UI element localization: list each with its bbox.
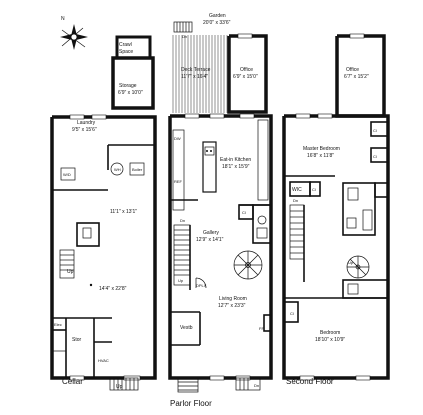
deck-hatch (172, 35, 228, 113)
cellar-floor-label: Cellar (62, 377, 83, 386)
dplx-label: DPLX (196, 283, 207, 288)
ref-label: REF (174, 179, 183, 184)
parlor-floor-label: Parlor Floor (170, 399, 212, 408)
kitchen-name: Eat-in Kitchen (220, 157, 251, 163)
second-floor-plan: Office 6'7" x 15'2" Cl Cl Master Bedroom… (282, 33, 390, 386)
cellar-up2-label: Up (116, 384, 123, 390)
storage-name: Storage (119, 83, 137, 89)
stor-label: Stor (72, 337, 82, 343)
compass-north-label: N (61, 16, 65, 22)
gallery-dim: 12'9" x 14'1" (196, 237, 224, 243)
parlor-dn-bottom-label: Dn (254, 383, 259, 388)
master-name: Master Bedroom (303, 146, 340, 152)
deck-dim: 11'7" x 16'4" (181, 74, 208, 80)
garden-dn-label: Dn (182, 34, 187, 39)
wd-label: W/D (63, 172, 71, 177)
cellar-plan: Crawl Space Storage 6'9" x 10'0" Laundry… (50, 35, 157, 391)
second-floor-label: Second Floor (286, 377, 334, 386)
second-up-label: Up (348, 260, 354, 265)
dw-label: DW (174, 136, 181, 141)
second-office-name: Office (346, 67, 359, 73)
deck-name: Deck Terrace (181, 67, 211, 73)
compass-rose: N (60, 16, 88, 50)
cellar-room2-dim: 14'4" x 22'8" (99, 286, 127, 292)
master-dim: 16'8" x 11'8" (307, 153, 334, 159)
laundry-name: Laundry (77, 120, 96, 126)
second-dn-label: Dn (293, 198, 298, 203)
vestb-label: Vestb (180, 325, 193, 331)
living-name: Living Room (219, 296, 247, 302)
fp-label: FP (259, 326, 264, 331)
garden-dim: 20'0" x 33'6" (203, 20, 231, 26)
kitchen-dim: 18'1" x 15'9" (222, 164, 250, 170)
storage-dim: 6'9" x 10'0" (118, 90, 143, 96)
hvac-label: HVAC (98, 358, 109, 363)
second-office-dim: 6'7" x 15'2" (344, 74, 369, 80)
parlor-up-label: Up (178, 278, 184, 283)
second-closet-label-4: Cl (290, 311, 294, 316)
crawl-space-label-2: Space (119, 49, 133, 55)
laundry-dim: 9'5" x 15'6" (72, 127, 97, 133)
cellar-room1-dim: 11'1" x 13'1" (110, 209, 137, 215)
bedroom-dim: 18'10" x 10'9" (315, 337, 345, 343)
wic-label: WIC (292, 187, 302, 193)
wh-label: WH (114, 167, 121, 172)
crawl-space-label-1: Crawl (119, 42, 132, 48)
parlor-dn-label: Dn (180, 218, 185, 223)
parlor-office-dim: 6'9" x 15'0" (233, 74, 258, 80)
cellar-up-label: Up (67, 269, 74, 275)
second-closet-label-2: Cl (373, 154, 377, 159)
parlor-closet-label: Cl (242, 210, 246, 215)
living-dim: 12'7" x 23'3" (218, 303, 246, 309)
parlor-floor-plan: Garden 20'0" x 33'6" Dn Deck Terrace 11'… (168, 13, 273, 408)
elec-label: Elec (54, 322, 62, 327)
garden-name: Garden (209, 13, 226, 19)
gallery-name: Gallery (203, 230, 219, 236)
second-closet-label-3: Cl (312, 187, 316, 192)
boiler-label: Boiler (132, 167, 143, 172)
bedroom-name: Bedroom (320, 330, 340, 336)
second-closet-label-1: Cl (373, 128, 377, 133)
parlor-office-name: Office (240, 67, 253, 73)
